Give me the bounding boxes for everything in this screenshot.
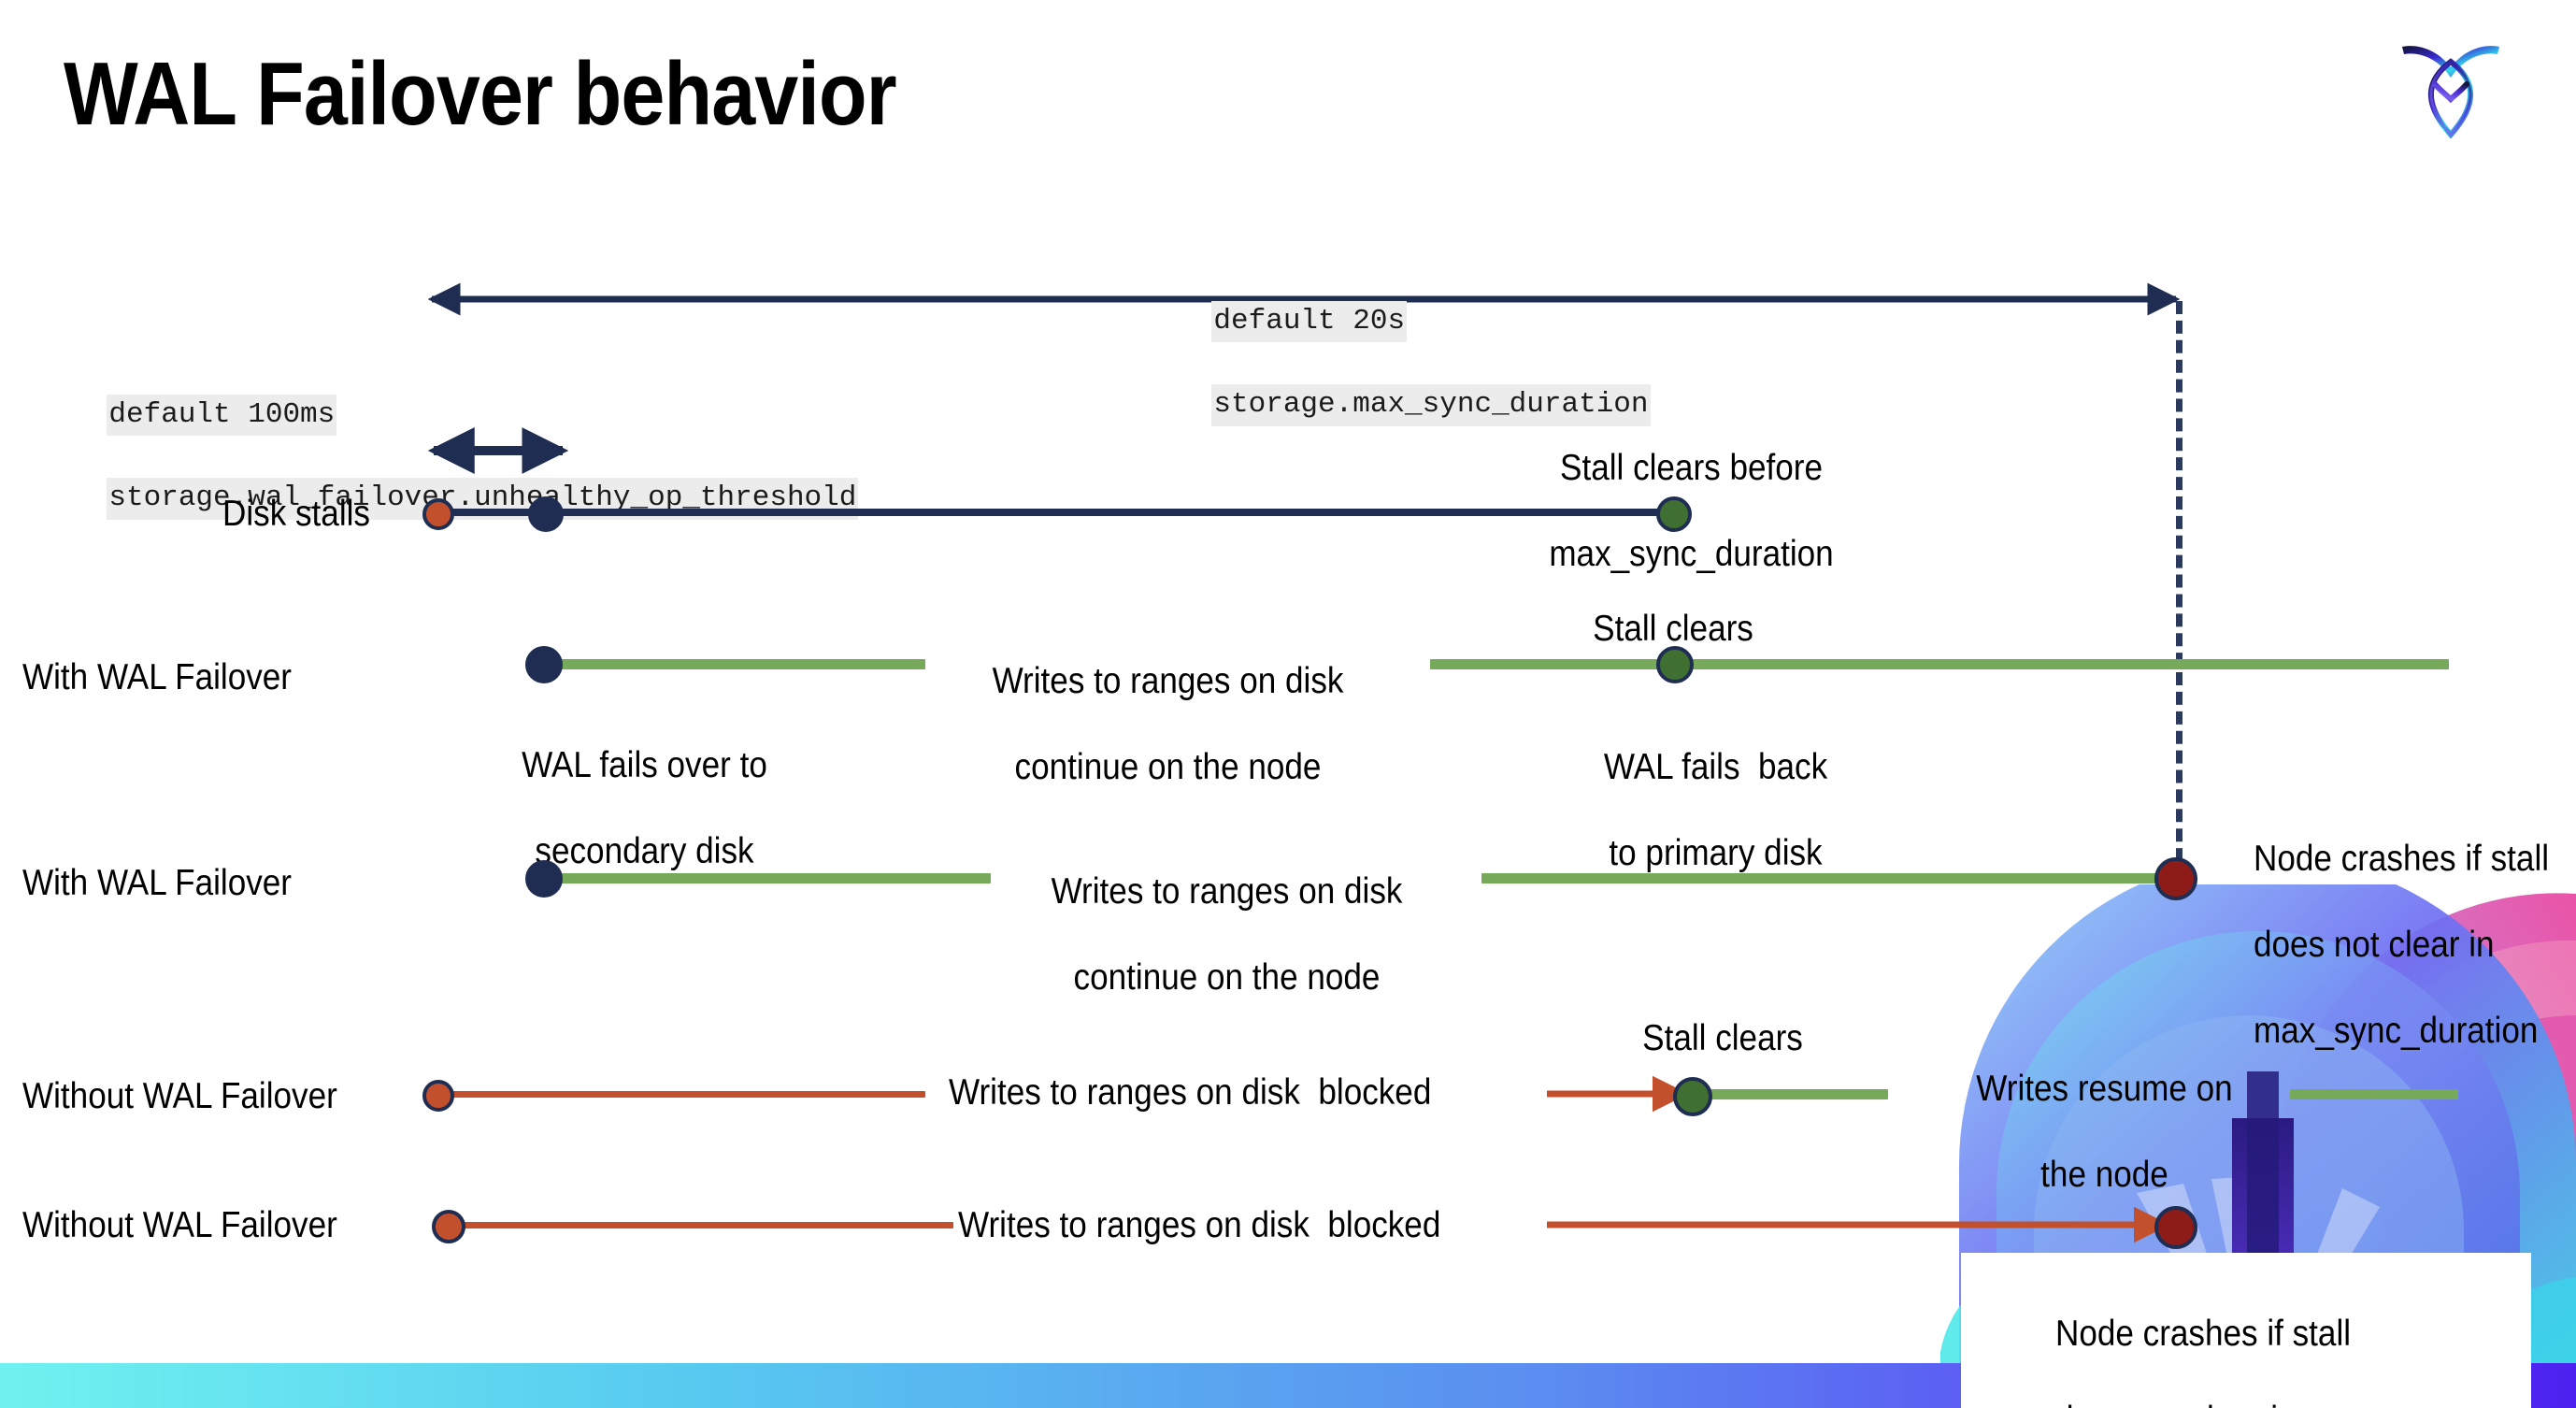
node-crash-dot-2 — [2154, 1206, 2197, 1249]
wal-fails-over-annotation: WAL fails over to secondary disk — [485, 701, 767, 916]
stall-start-dot-row5 — [432, 1210, 465, 1243]
row-label-with-wal-failover-2: With WAL Failover — [22, 863, 292, 903]
writes-resume-annotation: Writes resume on the node — [1939, 1025, 2232, 1240]
wal-fails-back-annotation: WAL fails back to primary disk — [1567, 703, 1827, 918]
node-crashes-callout-box — [1961, 1253, 2531, 1408]
max-sync-duration-setting: default 20s storage.max_sync_duration — [1142, 259, 1651, 467]
writes-resume-line2: the node — [2040, 1155, 2168, 1196]
with-wal-failover-1-segment-right — [1430, 659, 2449, 669]
wal-fails-over-line2: secondary disk — [535, 831, 754, 872]
row-label-disk-stalls: Disk stalls — [222, 494, 370, 534]
wal-fails-back-line1: WAL fails back — [1603, 747, 1828, 788]
max-sync-duration-default: default 20s — [1211, 300, 1408, 343]
stall-clears-before-annotation: Stall clears before max_sync_duration — [1512, 404, 1833, 619]
node-crashes-1-line2: does not clear in — [2254, 925, 2495, 966]
wal-fails-back-line2: to primary disk — [1609, 833, 1823, 874]
stall-clears-annotation-1: Stall clears — [1593, 609, 1753, 649]
wal-failover-start-dot-2 — [525, 860, 563, 898]
without-wal-failover-2-blocked-line — [458, 1222, 953, 1228]
writes-continue-annotation-1: Writes to ranges on disk continue on the… — [956, 617, 1344, 832]
unhealthy-op-threshold-default: default 100ms — [107, 394, 337, 437]
stall-clears-before-line2: max_sync_duration — [1549, 534, 1834, 575]
writes-continue-1-line1: Writes to ranges on disk — [992, 661, 1344, 702]
row-label-without-wal-failover-1: Without WAL Failover — [22, 1076, 337, 1116]
max-sync-duration-guide-line — [2176, 301, 2182, 881]
node-crashes-1-line1: Node crashes if stall — [2254, 839, 2550, 880]
writes-resume-line1: Writes resume on — [1976, 1069, 2233, 1110]
disk-stall-cleared-dot — [1656, 496, 1692, 532]
row-label-with-wal-failover-1: With WAL Failover — [22, 657, 292, 697]
wal-failback-dot-1 — [1656, 646, 1694, 683]
disk-stall-start-dot — [422, 498, 454, 530]
without-wal-failover-1-blocked-line — [449, 1091, 925, 1098]
node-crashes-1-line3: max_sync_duration — [2254, 1011, 2539, 1052]
without-wal-failover-1-resume-line-2 — [2290, 1089, 2458, 1099]
unhealthy-op-threshold-setting: default 100ms storage.wal_failover.unhea… — [37, 352, 859, 561]
writes-blocked-annotation-2: Writes to ranges on disk blocked — [958, 1205, 1441, 1245]
writes-continue-2-line2: continue on the node — [1073, 957, 1381, 999]
stall-cleared-dot-row4 — [1673, 1077, 1712, 1116]
page-title: WAL Failover behavior — [64, 44, 897, 144]
node-crashes-2-line2: does not clear in — [2055, 1400, 2297, 1408]
disk-stall-detected-dot — [528, 496, 564, 532]
wal-fails-over-line1: WAL fails over to — [522, 745, 767, 786]
writes-continue-1-line2: continue on the node — [1014, 747, 1322, 788]
writes-continue-2-line1: Writes to ranges on disk — [1051, 871, 1403, 912]
disk-stalls-timeline — [439, 509, 1673, 516]
row-label-without-wal-failover-2: Without WAL Failover — [22, 1205, 337, 1245]
node-crashes-annotation-1: Node crashes if stall does not clear in … — [2217, 795, 2549, 1096]
node-crashes-annotation-2: Node crashes if stall does not clear in … — [2019, 1270, 2351, 1408]
without-wal-failover-1-resume-line — [1692, 1089, 1888, 1099]
stall-start-dot-row4 — [422, 1080, 454, 1112]
node-crashes-2-line1: Node crashes if stall — [2055, 1314, 2352, 1355]
cockroachdb-logo-icon — [2395, 28, 2507, 150]
writes-blocked-annotation-1: Writes to ranges on disk blocked — [949, 1072, 1432, 1113]
max-sync-duration-name: storage.max_sync_duration — [1211, 383, 1651, 426]
with-wal-failover-2-segment-right — [1481, 873, 2173, 884]
stall-clears-annotation-2: Stall clears — [1642, 1018, 1803, 1058]
wal-failover-start-dot-1 — [525, 646, 563, 683]
with-wal-failover-1-segment-left — [542, 659, 925, 669]
writes-continue-annotation-2: Writes to ranges on disk continue on the… — [1015, 827, 1403, 1042]
node-crash-dot-1 — [2154, 857, 2197, 900]
stall-clears-before-line1: Stall clears before — [1560, 448, 1823, 489]
with-wal-failover-2-segment-left — [542, 873, 991, 884]
